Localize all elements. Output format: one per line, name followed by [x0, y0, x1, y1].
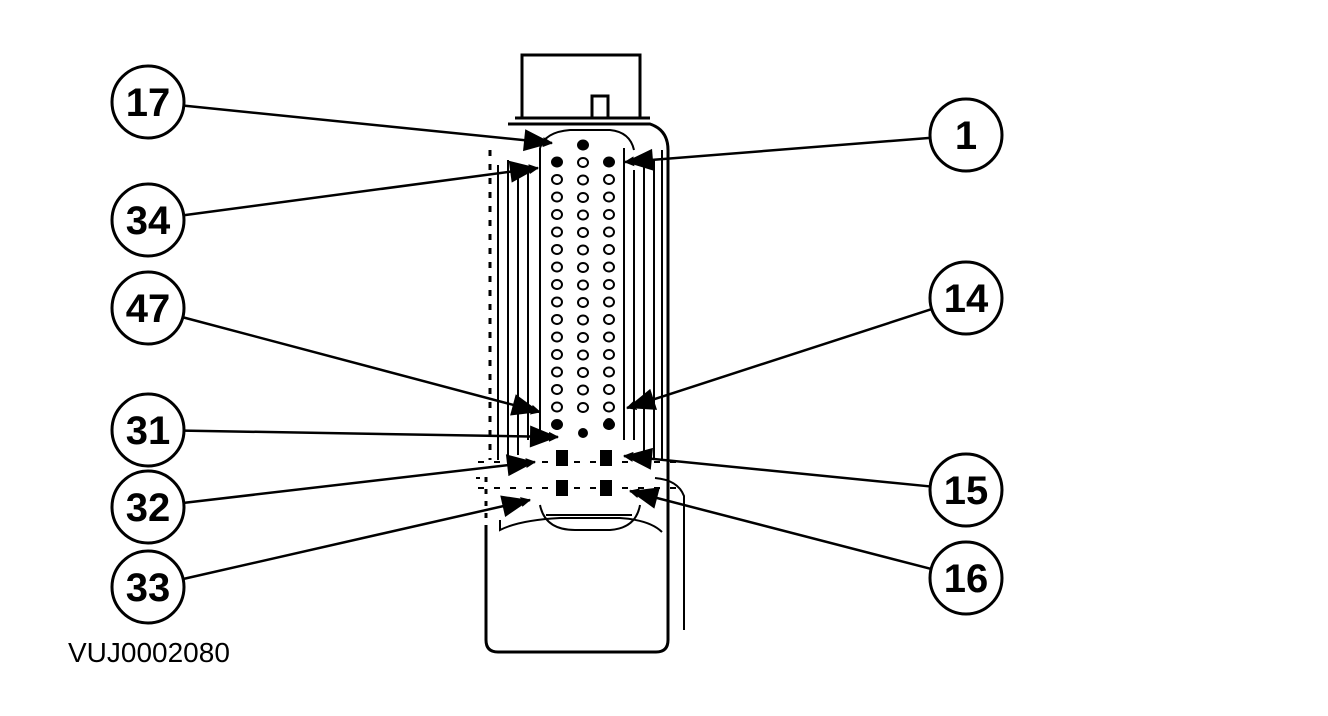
power-terminal: [600, 480, 612, 496]
pin-cavity: [551, 226, 563, 238]
pin-cavity: [551, 349, 563, 360]
callout-circle-pin-31: [110, 392, 186, 468]
callout-circle-pin-32: [110, 469, 186, 545]
pin-cavities: [551, 139, 615, 496]
pin-cavity: [603, 401, 615, 413]
arrowhead-pin-31: [529, 425, 558, 448]
arrowhead-pin-15: [624, 447, 653, 470]
leader-line-pin-14: [626, 307, 933, 410]
arrowhead-pin-14: [627, 388, 658, 410]
leader-line-pin-31: [183, 429, 559, 442]
leader-line-pin-47: [182, 316, 541, 415]
pin-cavity: [603, 314, 615, 325]
pin-cavity: [551, 401, 563, 413]
pin-cavity: [551, 366, 563, 378]
pin-cavity: [603, 156, 615, 168]
pin-cavity: [551, 331, 563, 343]
arrowhead-pin-17: [523, 129, 552, 152]
pin-cavity: [577, 174, 589, 186]
callout-circle-pin-15: [928, 452, 1004, 528]
pin-cavity: [551, 296, 563, 308]
pin-cavity: [552, 420, 562, 430]
leader-line-pin-17: [183, 104, 553, 148]
leader-line-pin-32: [183, 458, 536, 505]
pin-cavity: [603, 349, 615, 360]
leader-line-pin-34: [183, 164, 539, 217]
pin-cavity: [603, 296, 615, 308]
power-terminal: [556, 450, 568, 466]
pin-cavity: [551, 174, 563, 185]
callout-label-pin-16: 16: [944, 557, 989, 601]
pin-cavity: [604, 418, 614, 428]
callout-label-pin-14: 14: [944, 277, 989, 321]
pin-cavity: [603, 226, 615, 238]
pin-cavity: [577, 157, 589, 168]
pin-cavity: [577, 209, 589, 221]
power-terminal: [600, 450, 612, 466]
pin-cavity: [551, 279, 563, 290]
callout-circle-pin-17: [110, 64, 186, 140]
pin-cavity: [577, 297, 589, 308]
pin-cavity: [603, 331, 615, 343]
arrowhead-pin-16: [630, 487, 660, 509]
pin-cavity: [577, 244, 589, 256]
pin-cavity: [577, 227, 589, 238]
leader-line-pin-1: [624, 136, 931, 167]
callout-circle-pin-34: [110, 182, 186, 258]
callout-label-pin-33: 33: [126, 566, 171, 610]
pin-cavity: [603, 191, 615, 203]
arrowhead-pin-47: [510, 394, 540, 416]
arrowhead-pin-33: [500, 495, 530, 517]
leader-line-pin-33: [182, 497, 531, 581]
pin-cavity: [577, 192, 589, 203]
pin-cavity: [603, 384, 615, 395]
pin-cavity: [577, 349, 589, 361]
pin-cavity: [551, 384, 563, 395]
figure-reference-id: VUJ0002080: [68, 637, 230, 668]
pin-cavity: [577, 314, 589, 326]
pin-cavity: [551, 314, 563, 325]
callout-label-pin-47: 47: [126, 287, 171, 331]
pin-cavity: [551, 261, 563, 273]
callout-label-pin-1: 1: [955, 114, 977, 158]
callout-circle-pin-14: [928, 260, 1004, 336]
pin-cavity: [577, 332, 589, 343]
callout-circle-pin-1: [928, 97, 1004, 173]
callout-label-pin-31: 31: [126, 409, 171, 453]
pin-cavity: [603, 366, 615, 378]
pin-cavity: [577, 139, 589, 151]
pin-cavity: [603, 209, 615, 220]
power-terminal: [556, 480, 568, 496]
leader-line-pin-15: [623, 451, 931, 488]
pin-cavity: [578, 428, 588, 438]
callout-label-pin-32: 32: [126, 486, 171, 530]
pin-cavity: [551, 209, 563, 220]
arrowhead-pin-32: [505, 454, 535, 477]
leader-line-pin-16: [629, 488, 932, 571]
pin-cavity: [603, 174, 615, 185]
pin-cavity: [577, 279, 589, 291]
pin-cavity: [603, 244, 615, 255]
callout-label-pin-34: 34: [126, 199, 171, 243]
pin-cavity: [551, 156, 563, 168]
pin-cavity: [551, 191, 563, 203]
callouts: 17 34 47 31 32 33 1 14 15 16: [110, 64, 1004, 625]
pin-cavity: [577, 262, 589, 273]
pin-cavity: [603, 261, 615, 273]
callout-circle-pin-33: [110, 549, 186, 625]
pin-cavity: [603, 279, 615, 290]
arrowhead-pin-34: [508, 160, 538, 183]
pin-cavity: [577, 402, 589, 413]
pin-cavity: [577, 367, 589, 378]
callout-label-pin-15: 15: [944, 469, 989, 513]
callout-circle-pin-47: [110, 270, 186, 346]
pin-cavity: [551, 244, 563, 255]
pin-cavity: [577, 384, 589, 396]
callout-circle-pin-16: [928, 540, 1004, 616]
callout-label-pin-17: 17: [126, 81, 171, 125]
arrowhead-pin-1: [625, 148, 654, 171]
